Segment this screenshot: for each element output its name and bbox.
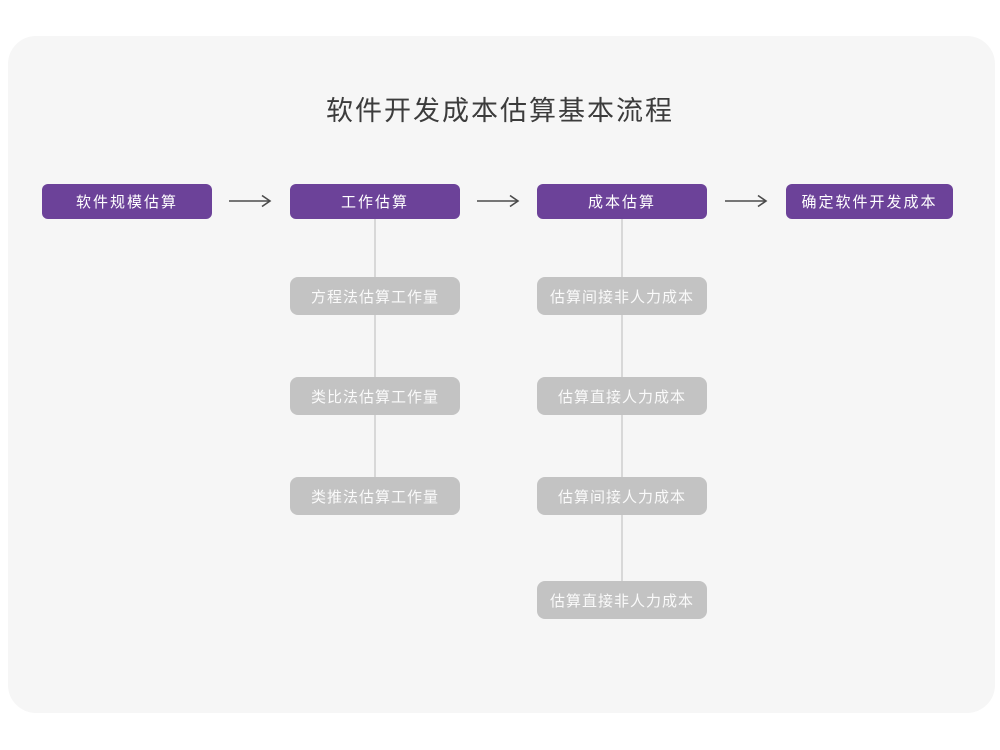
substep-direct-labor-cost: 估算直接人力成本 (537, 377, 707, 415)
flow-step-software-scale-estimation: 软件规模估算 (42, 184, 212, 219)
diagram-title: 软件开发成本估算基本流程 (326, 96, 674, 127)
substep-direct-nonlabor-cost: 估算直接非人力成本 (537, 581, 707, 619)
connector-work-substeps (374, 219, 376, 497)
substep-equation-method: 方程法估算工作量 (290, 277, 460, 315)
diagram-card (8, 36, 995, 713)
substep-indirect-labor-cost: 估算间接人力成本 (537, 477, 707, 515)
substep-indirect-nonlabor-cost: 估算间接非人力成本 (537, 277, 707, 315)
arrow-right-icon (476, 193, 522, 209)
substep-analogy-method: 类比法估算工作量 (290, 377, 460, 415)
arrow-right-icon (228, 193, 274, 209)
substep-extrapolation-method: 类推法估算工作量 (290, 477, 460, 515)
flow-step-determine-dev-cost: 确定软件开发成本 (786, 184, 953, 219)
flow-step-cost-estimation: 成本估算 (537, 184, 707, 219)
flow-step-work-estimation: 工作估算 (290, 184, 460, 219)
arrow-right-icon (724, 193, 770, 209)
